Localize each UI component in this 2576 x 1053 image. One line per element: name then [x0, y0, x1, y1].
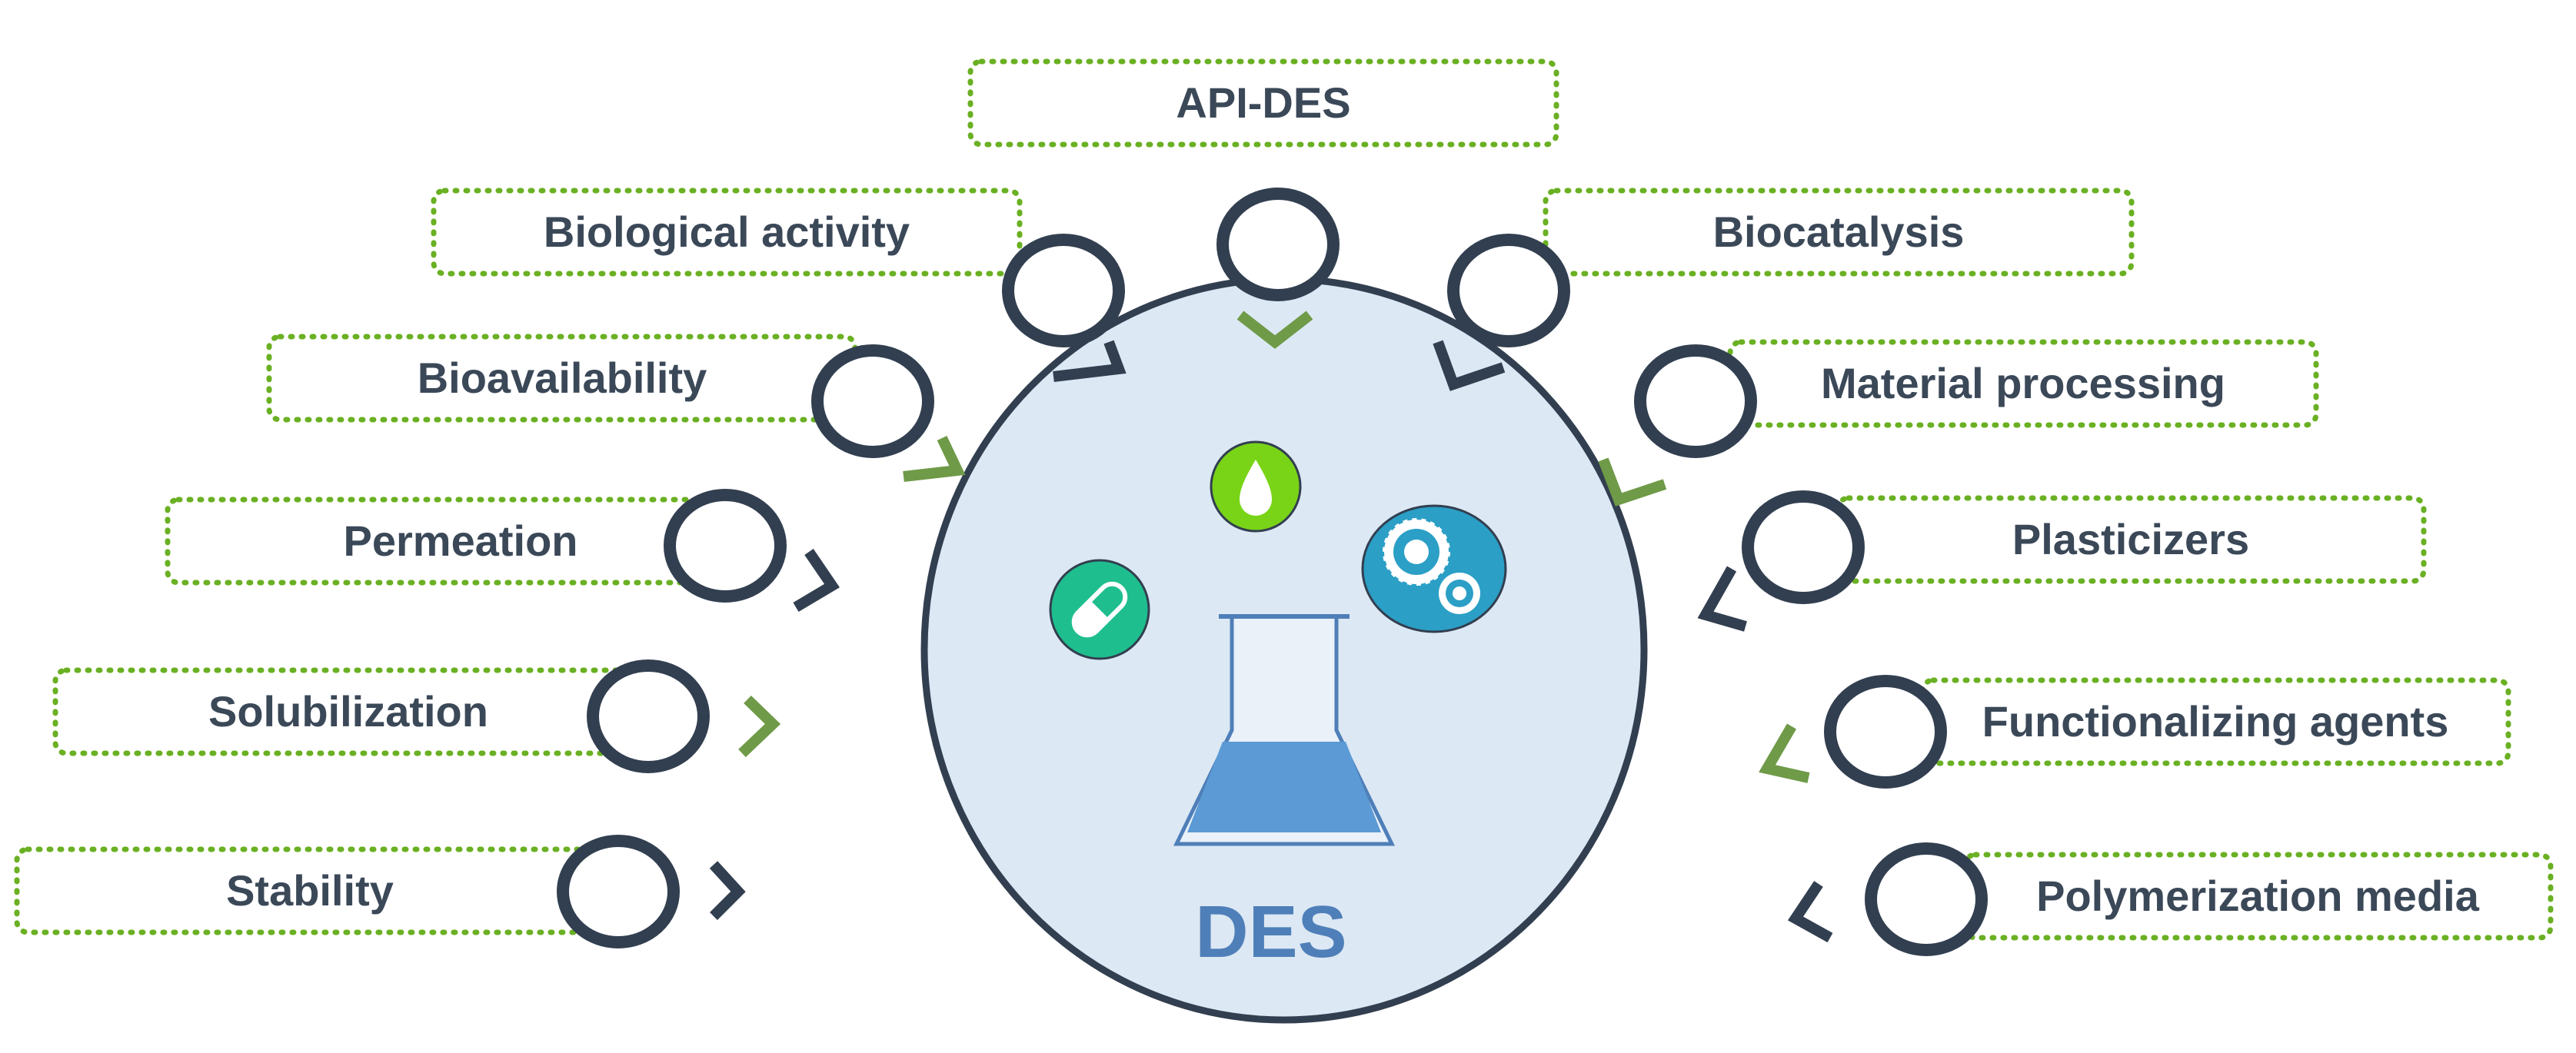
ring-plasticizers: [1742, 490, 1865, 604]
chevron-api-des-icon: [1236, 311, 1313, 349]
cells-icon: [1361, 504, 1507, 633]
chevron-arrows: [709, 311, 1833, 943]
label-functionalizing-agents: Functionalizing agents: [1982, 697, 2449, 746]
ring-permeation: [664, 489, 787, 603]
chevron-polymerization-media-icon: [1787, 881, 1833, 943]
ring-functionalizing-agents: [1824, 675, 1947, 789]
label-material-processing: Material processing: [1821, 359, 2225, 407]
pill-icon: [1049, 559, 1150, 660]
chevron-permeation-icon: [793, 549, 840, 613]
ring-stability: [557, 835, 680, 948]
ring-connectors: [557, 188, 1988, 956]
ring-biological-activity: [1002, 234, 1125, 347]
label-biological-activity: Biological activity: [544, 208, 910, 256]
drop-icon: [1210, 440, 1302, 533]
chevron-bioavailability-icon: [903, 435, 966, 482]
hub: DES: [920, 275, 1648, 1024]
box-api-des: [967, 58, 1559, 148]
chevron-material-processing-icon: [1598, 457, 1667, 507]
label-solubilization: Solubilization: [208, 687, 488, 736]
label-api-des: API-DES: [1176, 78, 1350, 127]
chevron-solubilization-icon: [738, 695, 781, 758]
ring-bioavailability: [811, 344, 934, 458]
ring-solubilization: [587, 659, 710, 773]
label-bioavailability: Bioavailability: [418, 354, 707, 402]
ring-material-processing: [1634, 344, 1757, 458]
label-plasticizers: Plasticizers: [2012, 515, 2249, 563]
ring-api-des: [1216, 188, 1340, 301]
labels: API-DES Biological activity Bioavailabil…: [208, 78, 2480, 920]
box-biological-activity: [431, 188, 1023, 277]
chevron-biocatalysis-icon: [1433, 340, 1506, 391]
label-stability: Stability: [226, 866, 394, 915]
flask-icon: [1173, 614, 1395, 846]
box-biocatalysis: [1543, 188, 2135, 277]
chevron-biological-activity-icon: [1053, 340, 1127, 382]
label-biocatalysis: Biocatalysis: [1713, 208, 1965, 256]
hub-label: DES: [1195, 891, 1346, 973]
label-polymerization-media: Polymerization media: [2036, 872, 2480, 920]
ring-polymerization-media: [1865, 842, 1988, 956]
chevron-functionalizing-agents-icon: [1759, 723, 1810, 783]
ring-biocatalysis: [1447, 234, 1570, 347]
chevron-plasticizers-icon: [1697, 566, 1747, 632]
label-permeation: Permeation: [344, 517, 578, 565]
chevron-stability-icon: [709, 861, 746, 920]
